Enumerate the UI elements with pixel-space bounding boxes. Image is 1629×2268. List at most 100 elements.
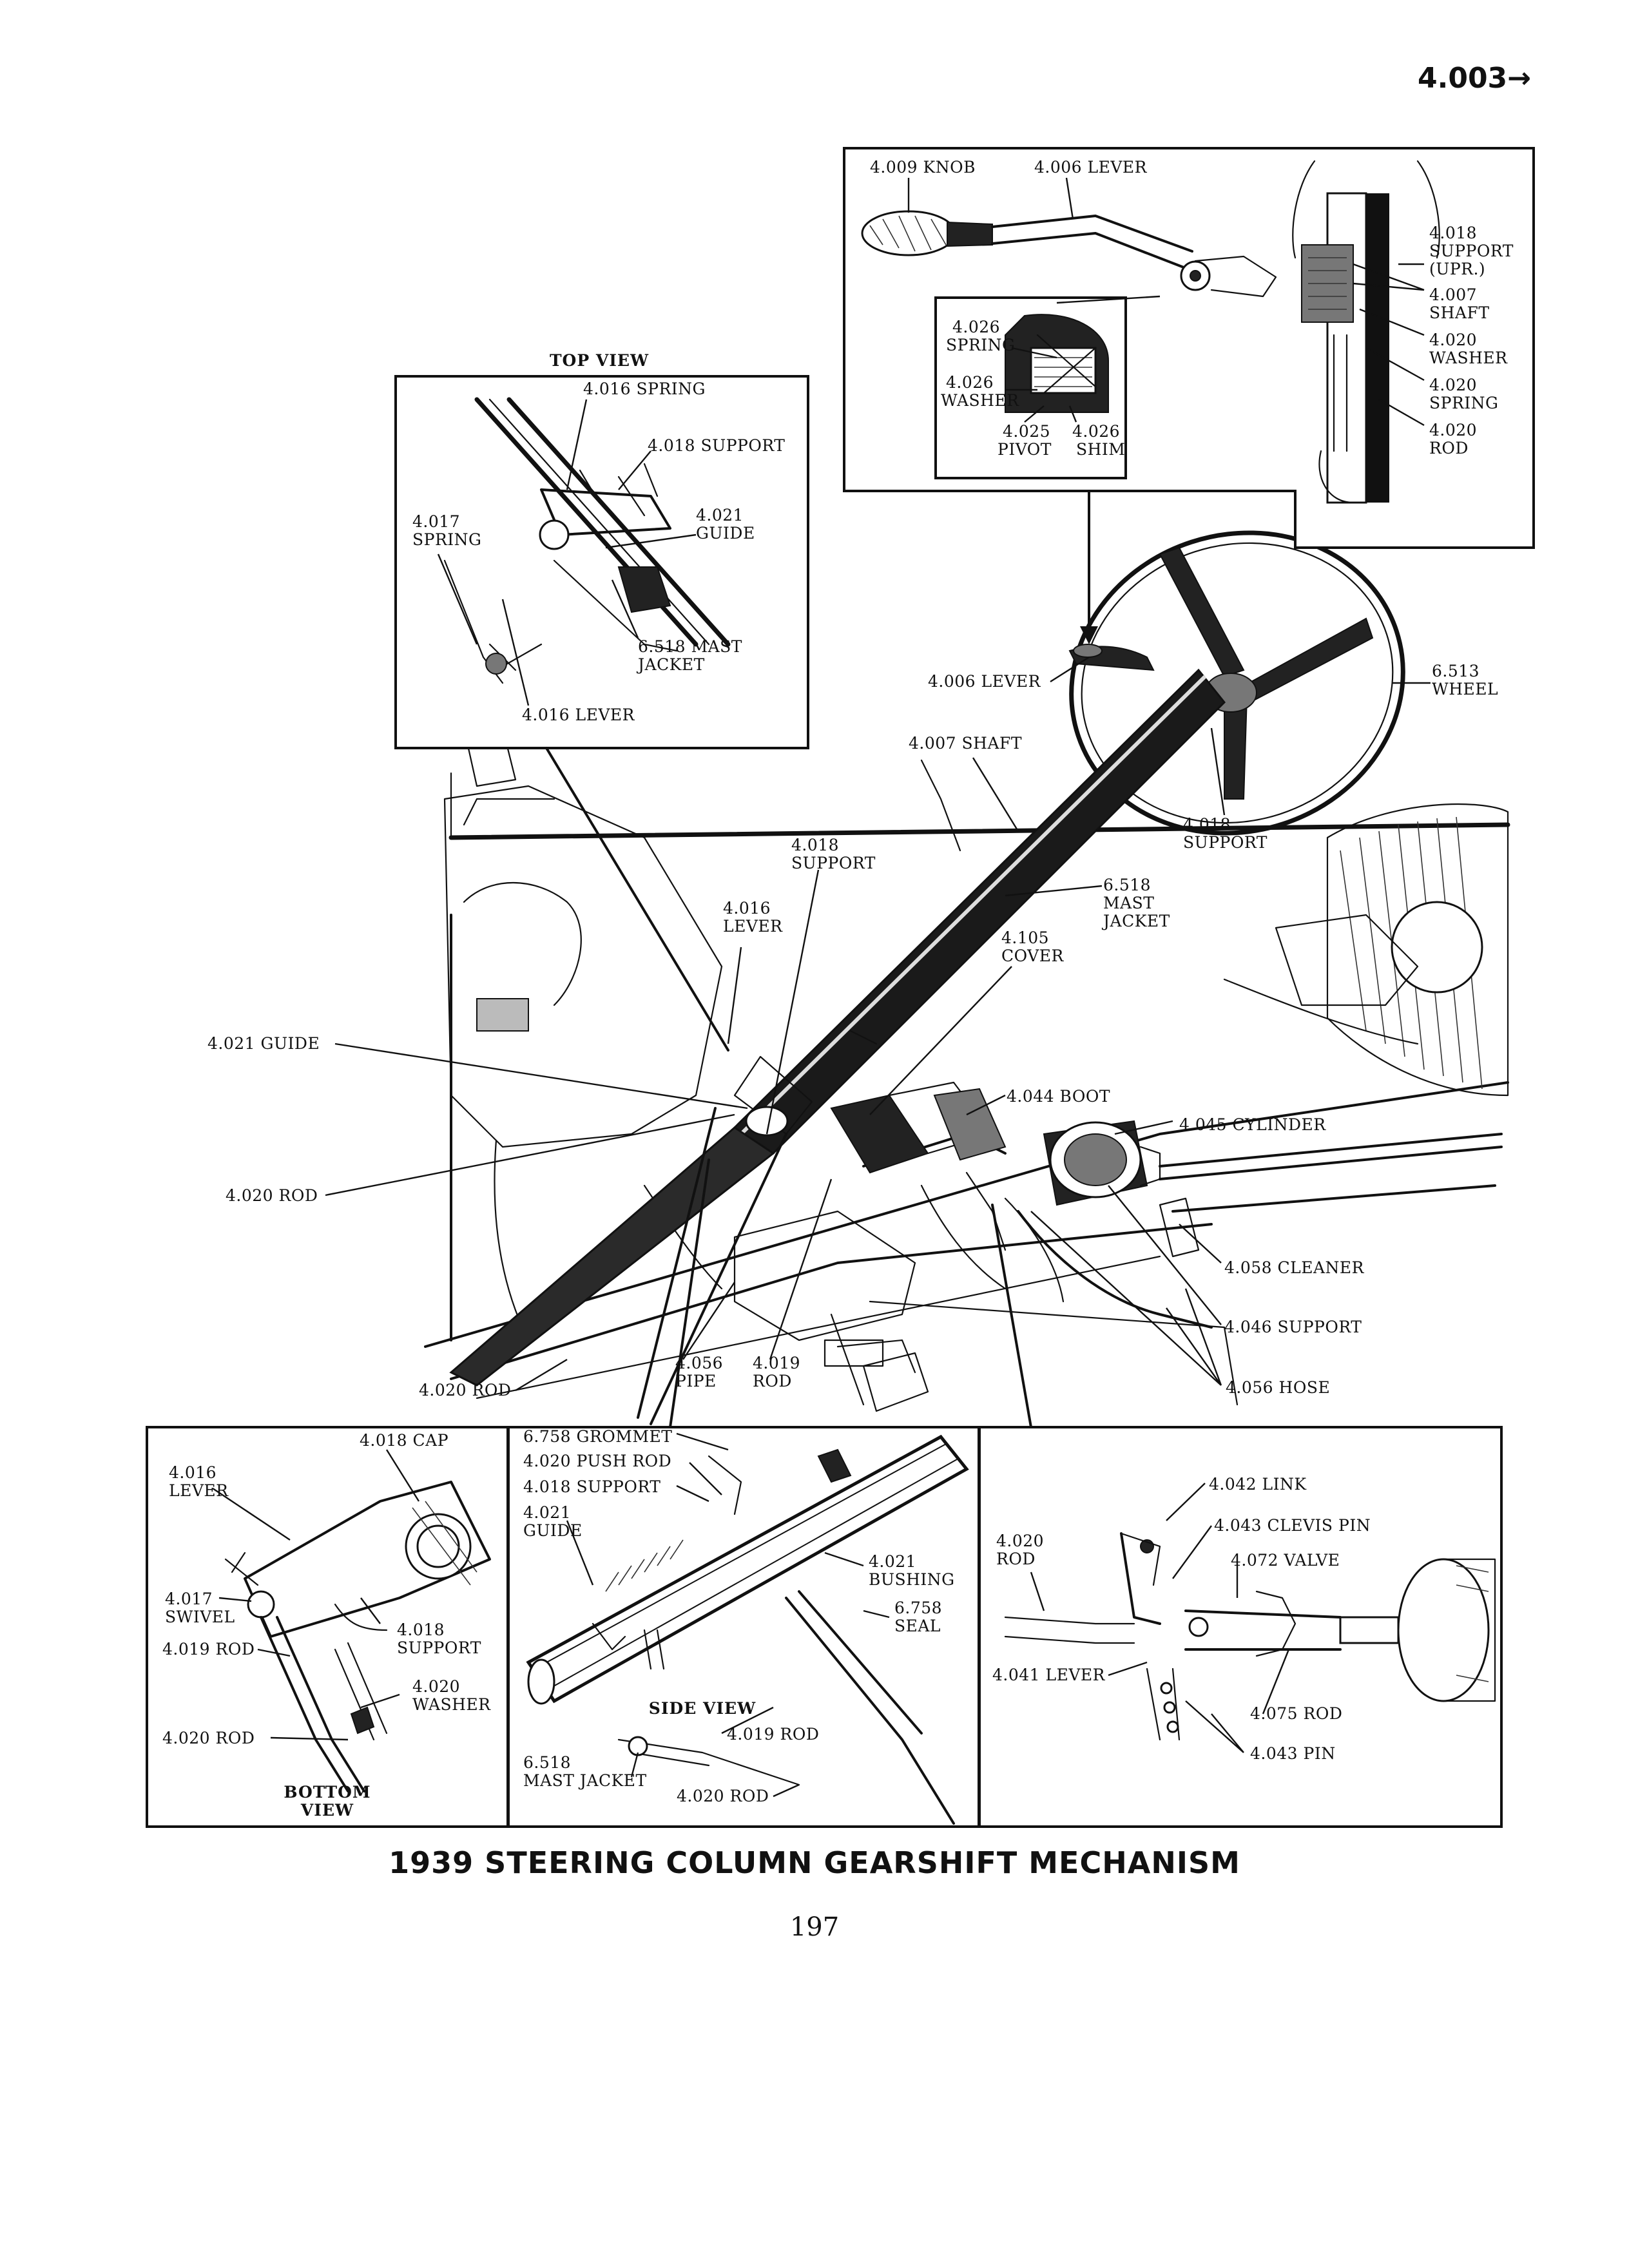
front-tire bbox=[1326, 803, 1509, 1097]
label-main-support-cyl: 4.046 SUPPORT bbox=[1224, 1318, 1362, 1336]
page-reference: 4.003→ bbox=[1418, 62, 1532, 95]
knob bbox=[861, 210, 956, 256]
label-detail-pivot: 4.025 PIVOT bbox=[998, 422, 1052, 459]
svg-text:WHEEL: WHEEL bbox=[1432, 680, 1498, 698]
svg-text:SEAL: SEAL bbox=[894, 1617, 941, 1635]
label-sv-bushing: 4.021 BUSHING bbox=[869, 1552, 955, 1589]
label-detail-shim: 4.026 SHIM bbox=[1072, 422, 1125, 459]
svg-text:WASHER: WASHER bbox=[1429, 349, 1508, 367]
label-tv-guide: 4.021 GUIDE bbox=[696, 506, 755, 543]
label-main-lever-2: 4.016 LEVER bbox=[723, 899, 783, 936]
svg-text:4.021: 4.021 bbox=[869, 1552, 916, 1571]
svg-text:ROD: ROD bbox=[1429, 439, 1469, 457]
svg-text:6.518: 6.518 bbox=[523, 1753, 571, 1772]
top-view-labels: 4.016 SPRING 4.018 SUPPORT 4.021 GUIDE 4… bbox=[412, 380, 785, 724]
inset-connector-side-view bbox=[669, 1158, 710, 1428]
svg-text:4.020: 4.020 bbox=[412, 1677, 460, 1696]
svg-text:4.026: 4.026 bbox=[952, 318, 1000, 336]
label-spring: 4.020 SPRING bbox=[1429, 376, 1499, 412]
svg-text:4.018: 4.018 bbox=[791, 836, 839, 854]
label-sv-rod-2: 4.020 ROD bbox=[677, 1787, 769, 1805]
label-sv-seal: 6.758 SEAL bbox=[894, 1599, 942, 1635]
label-sv-support: 4.018 SUPPORT bbox=[523, 1477, 660, 1496]
label-bv-support: 4.018 SUPPORT bbox=[397, 1620, 481, 1657]
svg-text:ROD: ROD bbox=[996, 1550, 1036, 1568]
valve-assembly bbox=[830, 1081, 1065, 1303]
label-vv-pin: 4.043 PIN bbox=[1250, 1744, 1336, 1763]
svg-text:SUPPORT: SUPPORT bbox=[1429, 242, 1514, 260]
svg-text:4.016: 4.016 bbox=[723, 899, 771, 918]
label-bv-lever: 4.016 LEVER bbox=[169, 1463, 229, 1500]
svg-text:SUPPORT: SUPPORT bbox=[1183, 833, 1268, 852]
svg-text:4.025: 4.025 bbox=[1003, 422, 1050, 441]
svg-text:LEVER: LEVER bbox=[169, 1481, 229, 1500]
svg-text:4.020: 4.020 bbox=[996, 1532, 1044, 1550]
label-vv-clevis-pin: 4.043 CLEVIS PIN bbox=[1214, 1516, 1371, 1535]
engine-block bbox=[443, 785, 723, 1148]
svg-text:4.020: 4.020 bbox=[1429, 376, 1477, 394]
label-vv-valve: 4.072 VALVE bbox=[1231, 1551, 1340, 1570]
svg-text:COVER: COVER bbox=[1001, 947, 1064, 965]
svg-text:GUIDE: GUIDE bbox=[696, 524, 755, 543]
upper-inset bbox=[843, 147, 1535, 549]
label-bv-rod: 4.019 ROD bbox=[162, 1640, 255, 1658]
svg-text:4.021: 4.021 bbox=[696, 506, 744, 524]
svg-text:4.018: 4.018 bbox=[1429, 224, 1477, 242]
svg-text:4.019: 4.019 bbox=[753, 1354, 800, 1372]
svg-text:SPRING: SPRING bbox=[946, 336, 1016, 354]
figure-title: 1939 STEERING COLUMN GEARSHIFT MECHANISM bbox=[389, 1845, 1240, 1880]
valve-inset bbox=[978, 1426, 1503, 1828]
label-bv-cap: 4.018 CAP bbox=[360, 1431, 448, 1450]
svg-text:4.021: 4.021 bbox=[523, 1503, 571, 1522]
label-vv-link: 4.042 LINK bbox=[1209, 1475, 1307, 1494]
svg-text:PIPE: PIPE bbox=[675, 1372, 717, 1390]
svg-text:SPRING: SPRING bbox=[412, 530, 482, 549]
label-main-lever: 4.006 LEVER bbox=[928, 672, 1041, 691]
label-main-guide: 4.021 GUIDE bbox=[207, 1034, 320, 1053]
svg-text:GUIDE: GUIDE bbox=[523, 1521, 583, 1540]
label-support-upr: 4.018 SUPPORT (UPR.) bbox=[1429, 224, 1514, 278]
svg-text:BUSHING: BUSHING bbox=[869, 1570, 955, 1589]
label-knob: 4.009 KNOB bbox=[870, 158, 976, 177]
svg-text:SPRING: SPRING bbox=[1429, 394, 1499, 412]
svg-text:ROD: ROD bbox=[753, 1372, 792, 1390]
svg-text:SWIVEL: SWIVEL bbox=[165, 1608, 235, 1626]
label-detail-spring: 4.026 SPRING bbox=[946, 318, 1016, 354]
label-main-support-left: 4.018 SUPPORT bbox=[791, 836, 875, 872]
label-main-boot: 4.044 BOOT bbox=[1007, 1087, 1110, 1106]
svg-text:6.518: 6.518 bbox=[1103, 876, 1151, 894]
label-main-rod: 4.020 ROD bbox=[226, 1186, 318, 1205]
svg-text:4.018: 4.018 bbox=[397, 1620, 445, 1639]
vacuum-cylinder bbox=[1043, 1120, 1503, 1206]
bottom-view-inset bbox=[146, 1426, 509, 1828]
transmission bbox=[733, 1210, 916, 1341]
bottom-view-title-line2: VIEW bbox=[300, 1801, 354, 1820]
label-tv-support: 4.018 SUPPORT bbox=[648, 436, 785, 455]
inset-connector-top-view bbox=[545, 747, 729, 1052]
label-vv-rod-2: 4.075 ROD bbox=[1250, 1704, 1342, 1723]
top-view-inset bbox=[394, 375, 809, 749]
svg-text:6.518 MAST: 6.518 MAST bbox=[638, 637, 742, 656]
svg-text:6.513: 6.513 bbox=[1432, 662, 1480, 680]
svg-text:4.017: 4.017 bbox=[412, 512, 460, 531]
svg-text:4.016: 4.016 bbox=[169, 1463, 217, 1482]
label-main-rod-2: 4.019 ROD bbox=[753, 1354, 800, 1390]
side-view-title: SIDE VIEW bbox=[649, 1699, 756, 1718]
svg-text:WASHER: WASHER bbox=[941, 391, 1019, 410]
svg-text:4.026: 4.026 bbox=[946, 373, 994, 392]
label-bv-washer: 4.020 WASHER bbox=[412, 1677, 491, 1714]
svg-text:4.007: 4.007 bbox=[1429, 285, 1477, 304]
label-main-rod-3: 4.020 ROD bbox=[419, 1381, 511, 1399]
label-shaft: 4.007 SHAFT bbox=[1429, 285, 1489, 322]
label-washer: 4.020 WASHER bbox=[1429, 331, 1508, 367]
steering-column bbox=[449, 668, 1226, 1425]
svg-text:6.758: 6.758 bbox=[894, 1599, 942, 1617]
inset-connector-valve bbox=[991, 1204, 1032, 1428]
svg-text:PIVOT: PIVOT bbox=[998, 440, 1052, 459]
upper-inset-labels: 4.009 KNOB 4.006 LEVER 4.018 SUPPORT (UP… bbox=[870, 158, 1514, 459]
leader-lines bbox=[212, 177, 1431, 1798]
side-view-inset bbox=[507, 1426, 980, 1828]
label-vv-rod: 4.020 ROD bbox=[996, 1532, 1044, 1568]
label-main-support-right: 4.018 SUPPORT bbox=[1183, 815, 1268, 852]
